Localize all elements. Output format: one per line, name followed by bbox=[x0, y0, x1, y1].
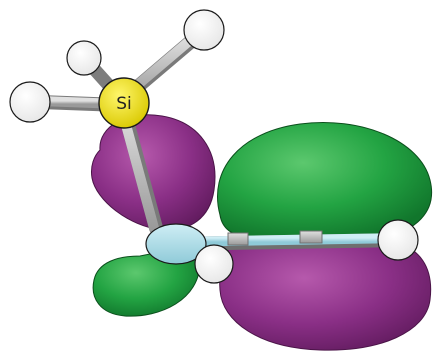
silicon-atom: Si bbox=[98, 77, 150, 129]
hydrogen-atom-chain-end bbox=[377, 219, 419, 261]
carbon-atom bbox=[145, 223, 207, 265]
si-carbon-bond bbox=[117, 103, 163, 235]
hydrogen-atom-top-right bbox=[183, 9, 225, 51]
purple-orbital-lobe-upper bbox=[91, 114, 216, 231]
silicon-atom-label: Si bbox=[116, 94, 132, 114]
hydrogen-atom-left bbox=[9, 81, 51, 123]
hydrogen-atom-carbon bbox=[194, 244, 234, 284]
